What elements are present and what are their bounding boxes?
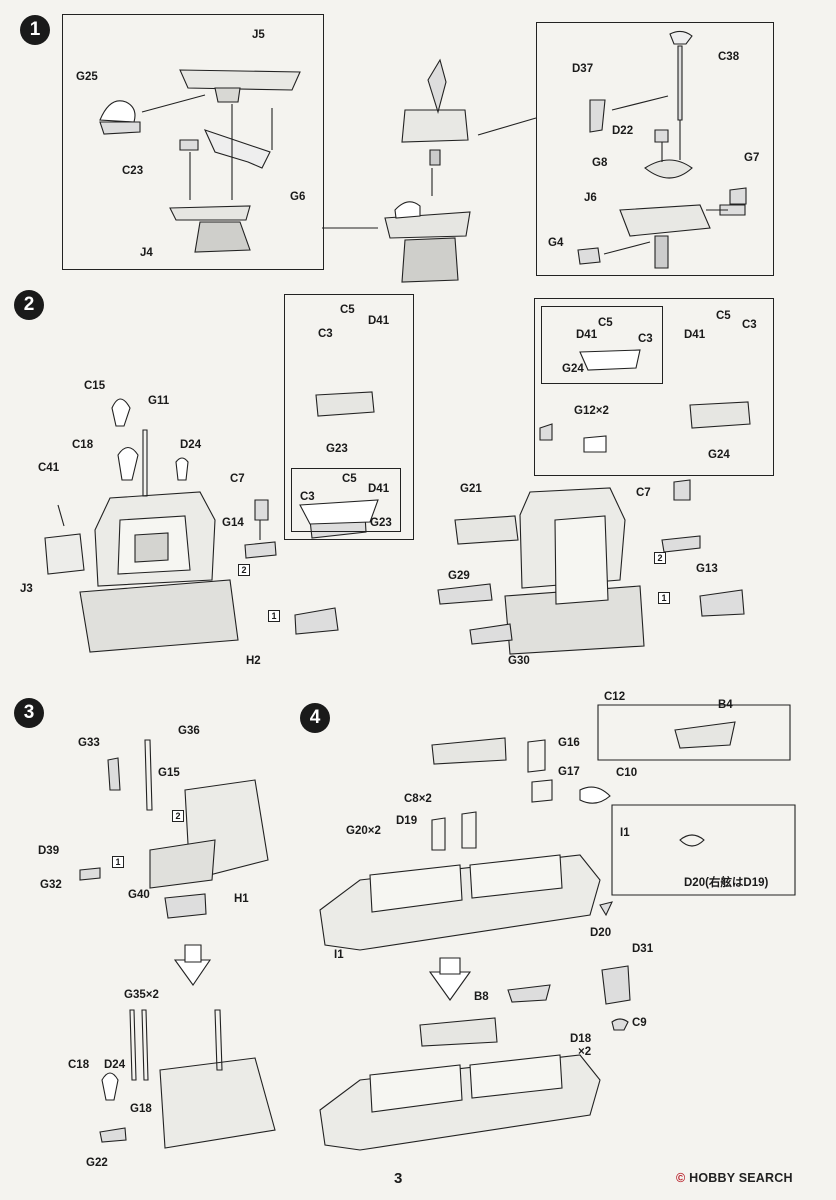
part-label: G4	[548, 237, 564, 249]
part-label: C9	[632, 1017, 647, 1029]
part-label: G30	[508, 655, 530, 667]
part-label: G15	[158, 767, 180, 779]
part-label: G8	[592, 157, 608, 169]
inset-note: D20(右舷はD19)	[684, 877, 769, 889]
step-badge-4: 4	[300, 703, 330, 733]
step2-right-subinset	[541, 306, 663, 384]
part-label: C10	[616, 767, 638, 779]
part-label: G21	[460, 483, 482, 495]
step-badge-3: 3	[14, 698, 44, 728]
part-label: G13	[696, 563, 718, 575]
part-label: C7	[636, 487, 651, 499]
part-label: G36	[178, 725, 200, 737]
part-label: D24	[180, 439, 202, 451]
part-label: D39	[38, 845, 60, 857]
part-label: C38	[718, 51, 740, 63]
part-label: G25	[76, 71, 98, 83]
part-label: D24	[104, 1059, 126, 1071]
part-label: C5	[340, 304, 355, 316]
part-label: B4	[718, 699, 733, 711]
part-label: H1	[234, 893, 249, 905]
part-label: G24	[562, 363, 584, 375]
part-label: C18	[68, 1059, 90, 1071]
marker-1: 1	[658, 592, 670, 604]
part-label: C18	[72, 439, 94, 451]
part-label: C3	[638, 333, 653, 345]
part-label: C3	[742, 319, 757, 331]
part-label: C23	[122, 165, 144, 177]
part-label: G23	[326, 443, 348, 455]
step1-right-panel	[536, 22, 774, 276]
part-label: D37	[572, 63, 594, 75]
part-label: C15	[84, 380, 106, 392]
inset-part-label: I1	[620, 827, 630, 839]
part-label: ×2	[578, 1046, 592, 1058]
part-label: G7	[744, 152, 760, 164]
watermark-mark: ©	[676, 1171, 686, 1185]
part-label: G16	[558, 737, 580, 749]
part-label: C5	[598, 317, 613, 329]
step-badge-1: 1	[20, 15, 50, 45]
part-label: C41	[38, 462, 60, 474]
part-label: G11	[148, 395, 170, 407]
part-label: D41	[576, 329, 598, 341]
part-label: C7	[230, 473, 245, 485]
part-label: C8×2	[404, 793, 432, 805]
part-label: D20	[590, 927, 612, 939]
part-label: D18	[570, 1033, 592, 1045]
part-label: H2	[246, 655, 261, 667]
part-label: G40	[128, 889, 150, 901]
part-label: C3	[300, 491, 315, 503]
part-label: D19	[396, 815, 418, 827]
part-label: G32	[40, 879, 62, 891]
part-label: D22	[612, 125, 634, 137]
marker-1: 1	[268, 610, 280, 622]
part-label: J6	[584, 192, 597, 204]
watermark-brand: HOBBY SEARCH	[689, 1171, 793, 1185]
part-label: C5	[716, 310, 731, 322]
part-label: G29	[448, 570, 470, 582]
step2-left-inset	[284, 294, 414, 540]
part-label: G24	[708, 449, 730, 461]
part-label: I1	[334, 949, 344, 961]
marker-2: 2	[238, 564, 250, 576]
part-label: D41	[368, 315, 390, 327]
part-label: B8	[474, 991, 489, 1003]
part-label: C5	[342, 473, 357, 485]
part-label: J3	[20, 583, 33, 595]
part-label: G14	[222, 517, 244, 529]
marker-2: 2	[654, 552, 666, 564]
part-label: G6	[290, 191, 306, 203]
part-label: J5	[252, 29, 265, 41]
step2-right-inset	[534, 298, 774, 476]
part-label: D41	[368, 483, 390, 495]
part-label: C12	[604, 691, 626, 703]
part-label: D31	[632, 943, 654, 955]
marker-2: 2	[172, 810, 184, 822]
part-label: G23	[370, 517, 392, 529]
part-label: G35×2	[124, 989, 159, 1001]
part-label: G12×2	[574, 405, 609, 417]
step-badge-2: 2	[14, 290, 44, 320]
step2-left-subinset	[291, 468, 401, 532]
part-label: G20×2	[346, 825, 381, 837]
part-label: G22	[86, 1157, 108, 1169]
page-number: 3	[394, 1170, 403, 1187]
part-label: G33	[78, 737, 100, 749]
step1-left-panel	[62, 14, 324, 270]
part-label: G18	[130, 1103, 152, 1115]
part-label: J4	[140, 247, 153, 259]
watermark: © HOBBY SEARCH	[676, 1171, 793, 1185]
part-label: D41	[684, 329, 706, 341]
part-label: G17	[558, 766, 580, 778]
marker-1: 1	[112, 856, 124, 868]
part-label: C3	[318, 328, 333, 340]
